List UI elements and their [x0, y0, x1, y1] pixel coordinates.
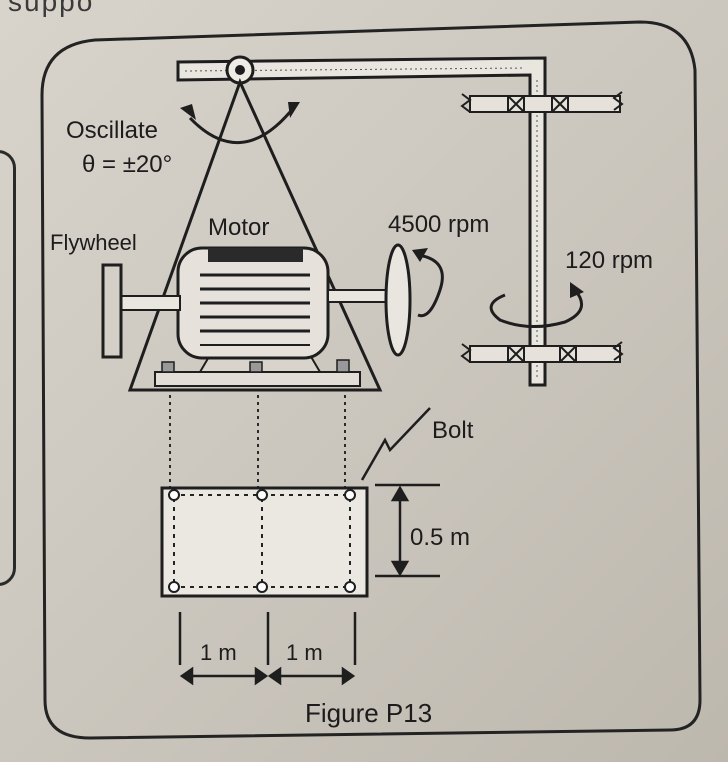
motor-label: Motor: [208, 214, 269, 241]
motor-rpm-label: 4500 rpm: [388, 211, 489, 238]
figure-caption: Figure P13: [305, 698, 432, 728]
header-clipped-text: suppo: [8, 0, 95, 17]
bearing-icon: [460, 91, 624, 113]
theta-label: θ = ±20°: [82, 151, 172, 178]
flywheel-icon: [101, 263, 123, 359]
height-dimension: [375, 483, 440, 578]
flywheel-label: Flywheel: [50, 230, 137, 255]
motor-icon: [176, 246, 330, 360]
pivot-icon: [225, 55, 255, 85]
width-left-label: 1 m: [200, 640, 237, 665]
height-label: 0.5 m: [410, 524, 470, 551]
projection-lines: [169, 395, 346, 490]
shaft-rotation-arrow-icon: [489, 282, 584, 329]
shaft-rpm-label: 120 rpm: [565, 247, 653, 274]
rotation-arrow-icon: [412, 248, 444, 318]
width-dimension: [178, 612, 357, 686]
motor-support-frame: [127, 78, 383, 392]
bolt-pointer-icon: [360, 407, 431, 481]
bolt-label: Bolt: [432, 417, 474, 444]
eccentric-disk-icon: [384, 243, 412, 357]
base-plate-plan: [160, 486, 369, 598]
oscillate-label: Oscillate: [66, 117, 158, 144]
width-right-label: 1 m: [286, 640, 323, 665]
bearing-icon: [460, 341, 624, 363]
motor-base: [154, 354, 361, 387]
figure-frame: [40, 20, 702, 740]
oscillation-arrow-icon: [180, 102, 300, 144]
motor-shaft: [119, 289, 397, 311]
